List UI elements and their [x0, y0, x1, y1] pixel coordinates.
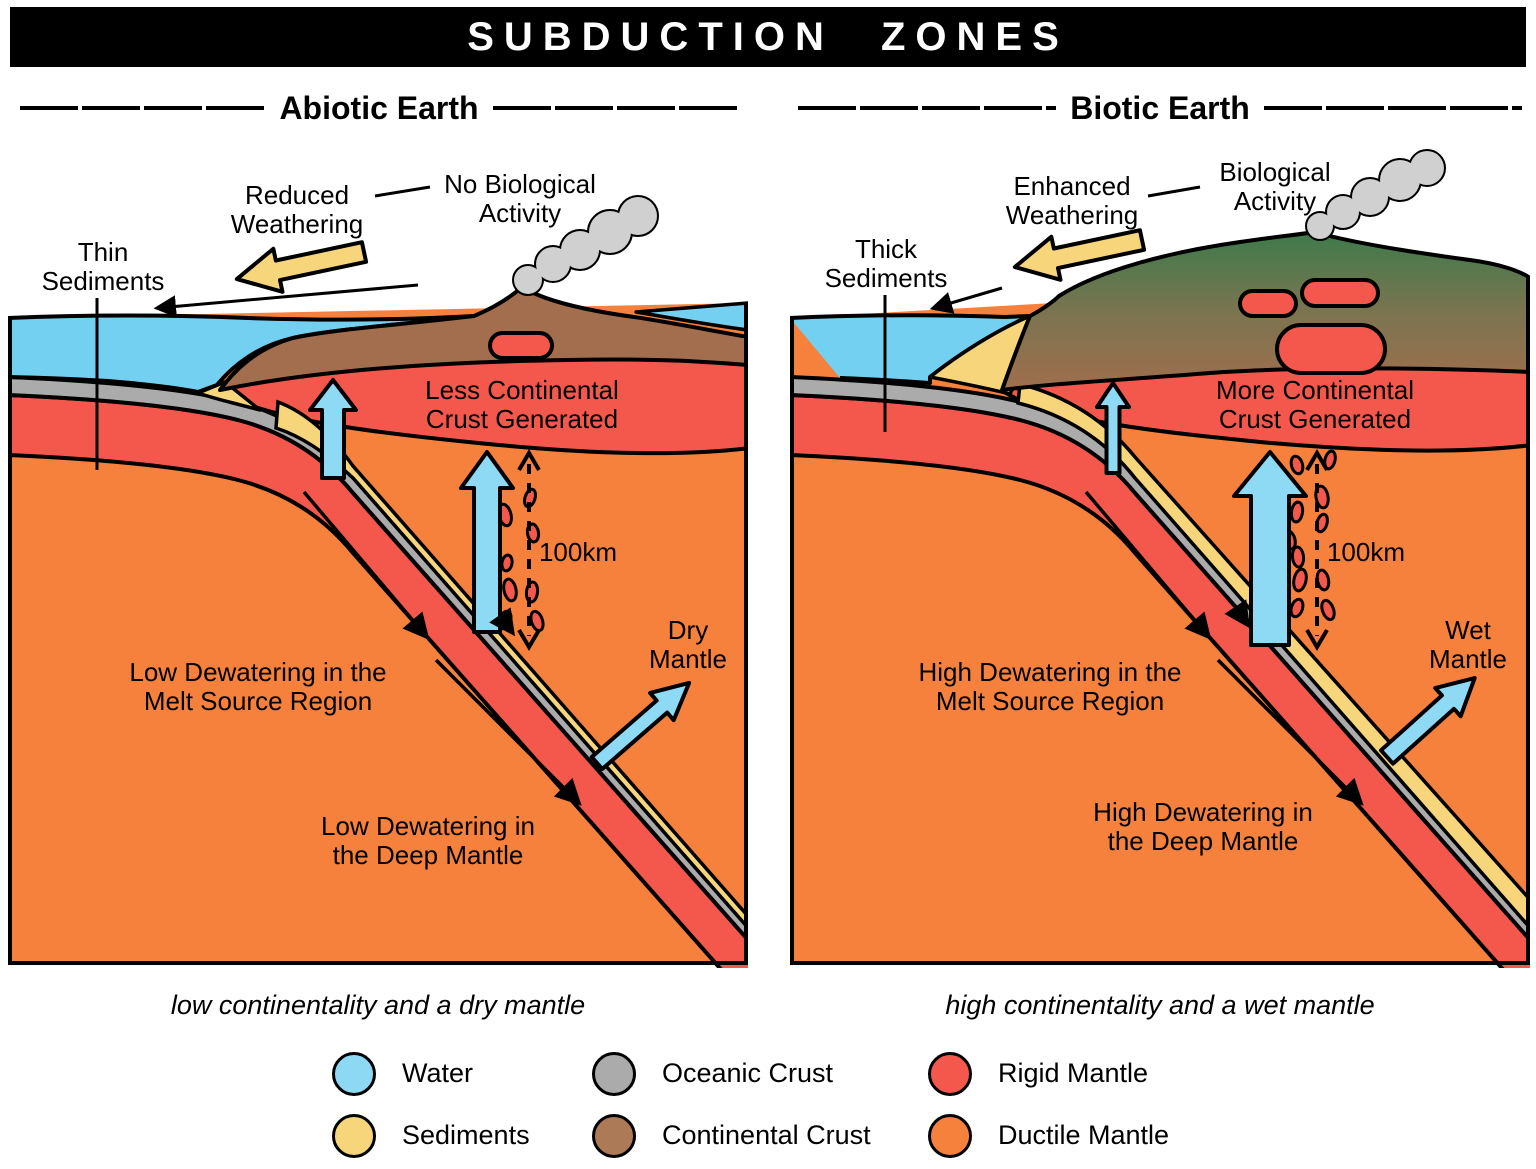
biotic-cross-section	[790, 149, 1530, 968]
magma-blob	[488, 331, 554, 360]
legend-item-ductile-mantle: Ductile Mantle	[928, 1113, 1169, 1158]
biotic-header-label: Biotic Earth	[1070, 89, 1250, 126]
header-dash-line	[798, 106, 1057, 110]
thick-sediments-label: Thick Sediments	[824, 234, 948, 294]
label-connector-line	[374, 185, 431, 198]
melt-rise-arrow-small	[308, 378, 358, 480]
reduced-weathering-label: Reduced Weathering	[230, 180, 364, 240]
trench-sediment-wedge	[196, 380, 262, 412]
legend-item-continental-crust: Continental Crust	[592, 1113, 871, 1158]
sediment-subduction-arrow	[489, 607, 516, 637]
high-dewatering-melt-label: High Dewatering in the Melt Source Regio…	[918, 657, 1182, 717]
weathering-flux-arrow	[1012, 228, 1147, 282]
slab-motion-arrow	[302, 490, 430, 641]
header-dash-line	[1263, 106, 1523, 110]
enhanced-weathering-label: Enhanced Weathering	[1005, 171, 1139, 231]
slab-motion-arrow	[434, 658, 582, 806]
no-biological-activity-label: No Biological Activity	[444, 169, 596, 229]
title-bar: SUBDUCTION ZONES	[10, 7, 1526, 67]
continental-crust-swatch-icon	[592, 1113, 636, 1158]
low-dewatering-deep-label: Low Dewatering in the Deep Mantle	[321, 811, 535, 871]
legend-label: Ductile Mantle	[998, 1120, 1170, 1150]
sediments-swatch-icon	[332, 1113, 376, 1158]
depth-scale-label: 100km	[1326, 537, 1406, 567]
weathering-flux-arrow	[234, 240, 369, 294]
depth-scale-arrow	[1305, 449, 1329, 651]
legend-label: Continental Crust	[662, 1120, 871, 1150]
header-dash-line	[20, 106, 266, 110]
more-crust-label: More Continental Crust Generated	[1216, 375, 1414, 435]
thin-sediments-label: Thin Sediments	[41, 237, 165, 297]
depth-scale-arrow	[517, 449, 541, 651]
sediment-subduction-arrow	[1224, 599, 1250, 629]
header-dash-line	[492, 106, 738, 110]
legend-label: Oceanic Crust	[662, 1058, 834, 1088]
low-dewatering-melt-label: Low Dewatering in the Melt Source Region	[129, 657, 387, 717]
legend-item-rigid-mantle: Rigid Mantle	[928, 1051, 1169, 1096]
volcano-smoke-cloud	[1305, 149, 1446, 241]
legend-label: Rigid Mantle	[998, 1058, 1149, 1088]
abiotic-panel-header: Abiotic Earth	[20, 88, 738, 128]
legend-item-water: Water	[332, 1051, 530, 1096]
melt-rise-arrow-small	[1095, 381, 1131, 475]
oceanic-crust-slab	[8, 374, 748, 943]
figure-title: SUBDUCTION ZONES	[467, 14, 1069, 59]
slab-motion-arrow	[1084, 490, 1212, 641]
legend-label: Water	[402, 1058, 474, 1088]
thin-sediment-layer	[274, 399, 748, 931]
melt-rise-arrow-long	[1232, 450, 1308, 647]
abiotic-header-label: Abiotic Earth	[279, 89, 479, 126]
dry-mantle-label: Dry Mantle	[648, 615, 728, 675]
slab-motion-arrow	[1216, 658, 1364, 806]
oceanic-crust-swatch-icon	[592, 1051, 636, 1096]
label-connector-line	[1147, 185, 1201, 198]
abiotic-cross-section	[8, 185, 748, 968]
rigid-mantle-swatch-icon	[928, 1051, 972, 1096]
panel-border	[8, 304, 748, 965]
legend-label: Sediments	[402, 1120, 530, 1150]
legend-item-sediments: Sediments	[332, 1113, 530, 1158]
legend-item-oceanic-crust: Oceanic Crust	[592, 1051, 871, 1096]
ductile-mantle-swatch-icon	[928, 1113, 972, 1158]
high-dewatering-deep-label: High Dewatering in the Deep Mantle	[1093, 797, 1313, 857]
water-swatch-icon	[332, 1051, 376, 1096]
less-crust-label: Less Continental Crust Generated	[425, 375, 619, 435]
biotic-caption: high continentality and a wet mantle	[945, 990, 1375, 1020]
thick-sediment-layer	[1016, 381, 1530, 931]
magma-blobs	[1238, 278, 1387, 375]
depth-scale-label: 100km	[538, 537, 618, 567]
volcano-smoke-cloud	[512, 195, 659, 296]
wet-mantle-arrow	[1378, 676, 1477, 766]
panel-border	[790, 277, 1530, 965]
biological-activity-label: Biological Activity	[1219, 157, 1331, 217]
continental-crust-region	[218, 285, 748, 392]
weathering-pointer-arrow	[153, 283, 419, 318]
legend: Water Sediments Oceanic Crust Continenta…	[0, 1042, 1536, 1162]
biotic-panel-header: Biotic Earth	[798, 88, 1523, 128]
wet-mantle-label: Wet Mantle	[1428, 615, 1508, 675]
oceanic-crust-slab	[790, 374, 1530, 943]
weathering-pointer-arrow	[929, 286, 1003, 314]
abiotic-caption: low continentality and a dry mantle	[170, 990, 586, 1020]
dry-mantle-arrow	[589, 680, 692, 772]
